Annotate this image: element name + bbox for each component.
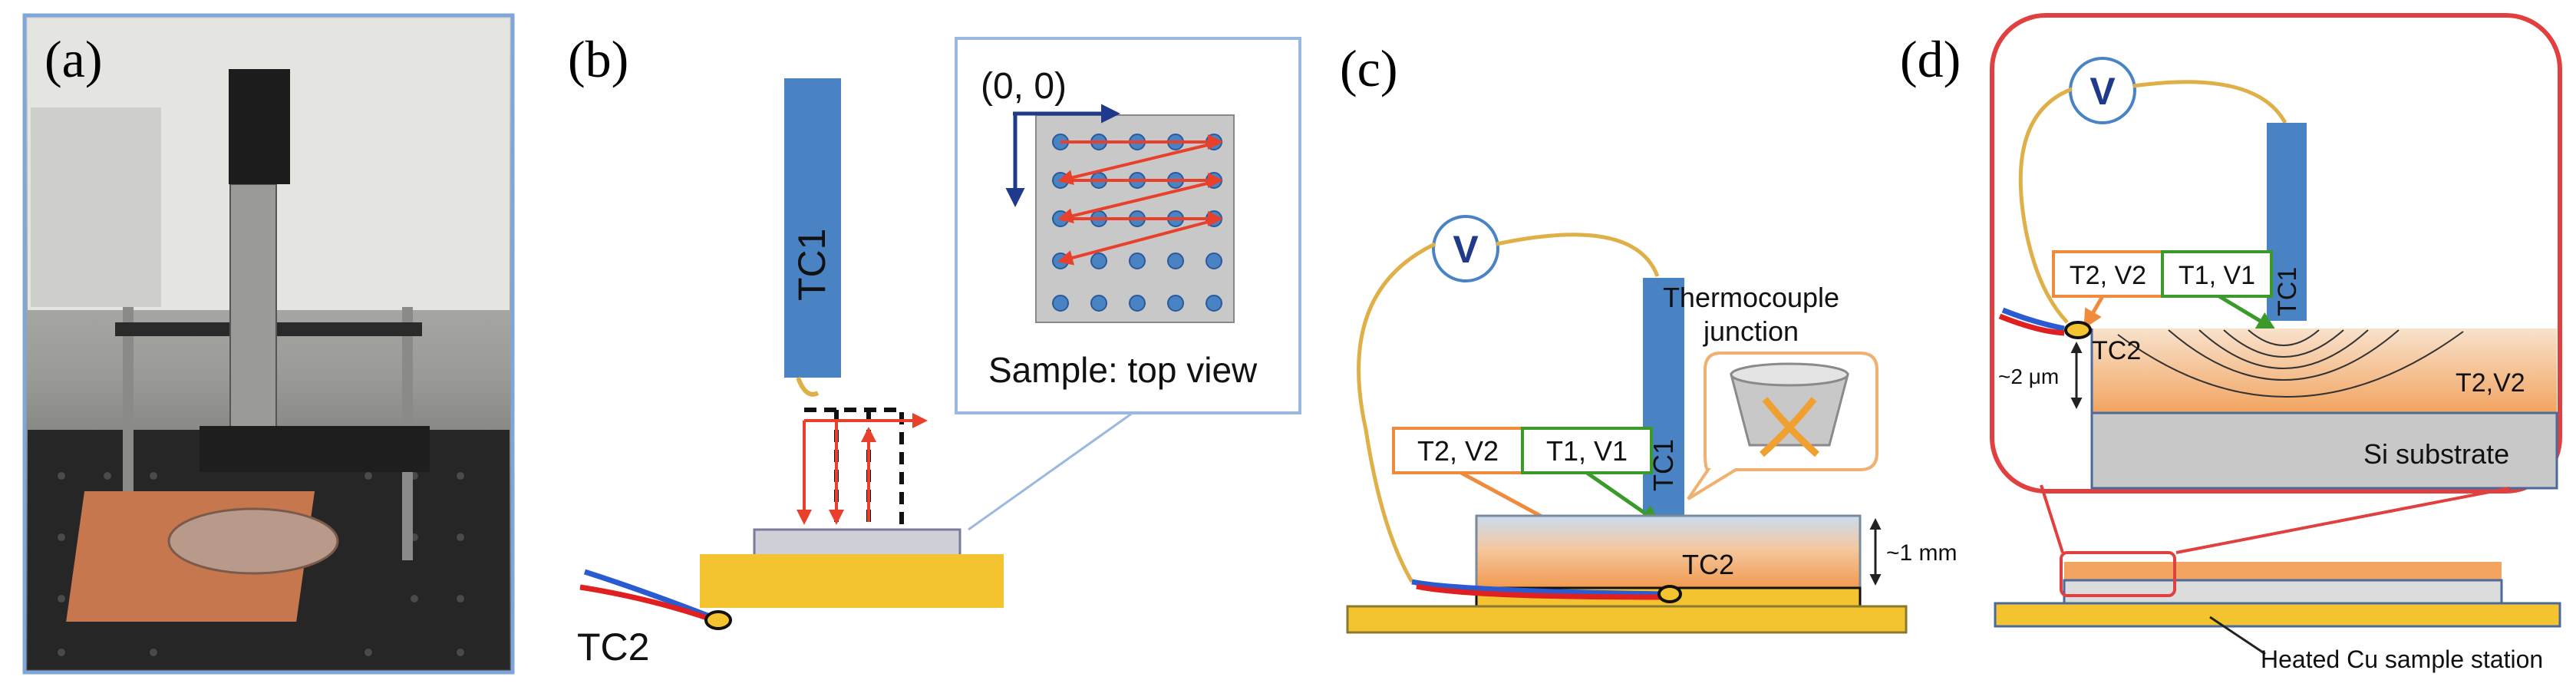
tc2-label-d: TC2 xyxy=(2092,336,2141,365)
tc2-junction-b xyxy=(704,610,732,630)
cu-station-d xyxy=(1994,602,2561,628)
tc2-wire-blue-d xyxy=(2001,307,2065,332)
zoom-leader-right-d xyxy=(2175,487,2510,554)
voltmeter-c xyxy=(1432,215,1499,282)
film-layer-d xyxy=(2092,328,2557,413)
tc1-probe-b xyxy=(784,78,841,378)
panel-label-b: (b) xyxy=(568,30,628,88)
cu-station-c xyxy=(1346,605,1908,634)
tc2-junction-c xyxy=(1657,585,1682,603)
tc2-wire-red-c xyxy=(1416,583,1666,600)
sample-overview-substrate-d xyxy=(2063,579,2503,605)
scan-path-b xyxy=(797,408,928,537)
box-t1v1-label-d: T1, V1 xyxy=(2179,261,2255,290)
panel-a: (a) xyxy=(22,13,515,675)
panel-label-d: (d) xyxy=(1900,30,1961,88)
tc1-label-d: TC1 xyxy=(2273,267,2302,316)
tc2-wire-red-d xyxy=(1998,313,2065,336)
isotherms-d xyxy=(2117,329,2464,398)
tc1-probe-c xyxy=(1643,278,1684,520)
tc2-wire-red-b xyxy=(579,584,715,623)
tc2-wire-blue-b xyxy=(583,569,715,621)
station-label-d: Heated Cu sample station xyxy=(2261,645,2543,673)
thickness-label-d: ~2 μm xyxy=(1998,365,2059,388)
box-t1v1-d xyxy=(2161,250,2273,298)
station-leader-d xyxy=(2209,616,2266,655)
junction-label-line1: Thermocouple xyxy=(1663,282,1839,313)
box-t2v2-d xyxy=(2052,250,2164,298)
panel-d: (d) V TC1 T2, V2 T1, V1 T2,V2 Si substra… xyxy=(1900,13,2562,673)
junction-label-line2: junction xyxy=(1703,315,1799,347)
panel-b: (b) TC1 TC2 (0, 0) xyxy=(568,30,1301,669)
gold-stage-b xyxy=(700,554,1004,608)
photo-monitor xyxy=(31,107,161,307)
tc1-probe-d xyxy=(2267,123,2307,321)
zoom-region-box-d xyxy=(2060,551,2176,597)
junction-cylinder-top xyxy=(1730,362,1849,387)
inset-caption: Sample: top view xyxy=(988,350,1258,390)
box-t2v2-label-c: T2, V2 xyxy=(1417,435,1499,467)
wire-right-d xyxy=(2132,80,2287,124)
wire-right-c xyxy=(1496,233,1660,277)
thickness-label-c: ~1 mm xyxy=(1886,540,1958,566)
substrate-label-d: Si substrate xyxy=(2363,438,2509,470)
inset-leader-b xyxy=(968,411,1133,531)
photo-linear-stages xyxy=(200,426,430,472)
voltmeter-label-d: V xyxy=(2089,70,2116,113)
si-substrate-d xyxy=(2090,411,2558,490)
inset-origin-label: (0, 0) xyxy=(981,66,1067,107)
wire-left-d xyxy=(2018,87,2073,324)
film-label-d: T2,V2 xyxy=(2456,368,2525,398)
arrow-t1v1-d xyxy=(2218,294,2277,331)
photo-motor xyxy=(229,69,290,184)
box-t1v1-c xyxy=(1521,427,1653,474)
arrow-t1v1-c xyxy=(1585,470,1661,524)
voltmeter-label-c: V xyxy=(1453,228,1479,271)
sample-overview-film-d xyxy=(2064,562,2502,580)
inset-raster-arrows xyxy=(1057,134,1223,266)
panel-c: (c) V TC1 Thermocouple junction T2, V2 T… xyxy=(1340,39,1958,634)
sample-b xyxy=(753,528,961,557)
box-t2v2-label-d: T2, V2 xyxy=(2070,261,2146,290)
probe-tip-b xyxy=(796,376,820,397)
tc1-label-b: TC1 xyxy=(790,229,833,301)
panel-label-a: (a) xyxy=(45,30,102,88)
junction-wires-icon xyxy=(1760,397,1819,457)
zoom-leader-left-d xyxy=(2040,484,2064,553)
photo-vertical-stage xyxy=(229,183,277,438)
tc2-label-c: TC2 xyxy=(1682,549,1734,580)
tc2-label-b: TC2 xyxy=(577,626,649,669)
panel-label-c: (c) xyxy=(1340,39,1397,97)
wire-left-c xyxy=(1357,242,1436,583)
box-t1v1-label-c: T1, V1 xyxy=(1546,435,1628,467)
sample-c xyxy=(1475,514,1862,589)
tc2-wire-blue-c xyxy=(1411,579,1666,597)
photo-sample-puck xyxy=(167,507,339,575)
tc2-junction-d xyxy=(2064,321,2092,339)
arrow-t2v2-d xyxy=(2083,295,2105,329)
